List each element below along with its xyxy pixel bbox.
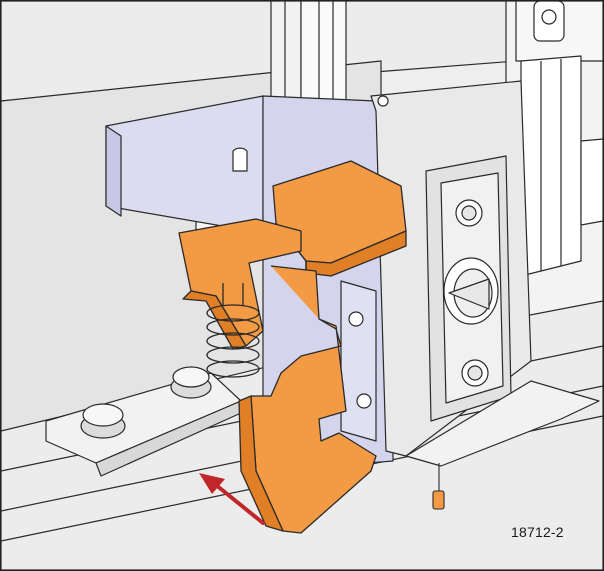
bracket-hole-2 — [356, 393, 372, 409]
spring-coil-2 — [206, 318, 260, 336]
right-slot — [580, 138, 603, 226]
spring-coil-1 — [206, 304, 260, 322]
bracket-strip — [340, 280, 377, 442]
thumbscrew-1-head — [82, 403, 124, 427]
pin-tip — [432, 490, 445, 510]
figure-number: 18712-2 — [511, 524, 564, 540]
spring-coil-3 — [206, 332, 260, 350]
lower-screw-head — [467, 365, 483, 381]
release-pin — [432, 463, 445, 510]
cam-pointer — [448, 278, 490, 310]
bracket-hole-1 — [348, 311, 364, 327]
bracket-slot — [232, 147, 248, 172]
orange-latch — [178, 160, 407, 534]
mounting-plate-tab — [405, 380, 600, 467]
mounting-plate — [370, 80, 600, 467]
spring-coil-5 — [206, 360, 260, 378]
direction-arrow-shaft — [214, 483, 265, 525]
spring-coil-4 — [206, 346, 260, 364]
upper-screw-head — [461, 205, 477, 221]
bracket-flange-edge — [105, 125, 122, 217]
top-screw — [377, 95, 389, 107]
direction-arrow-head — [199, 473, 225, 494]
latch-hook-edge — [238, 395, 284, 532]
direction-arrow-icon — [199, 473, 265, 525]
right-inner-post — [520, 55, 582, 277]
thumbscrew-2-head — [172, 366, 210, 388]
hinge-hole — [541, 9, 557, 25]
spring — [206, 283, 260, 378]
